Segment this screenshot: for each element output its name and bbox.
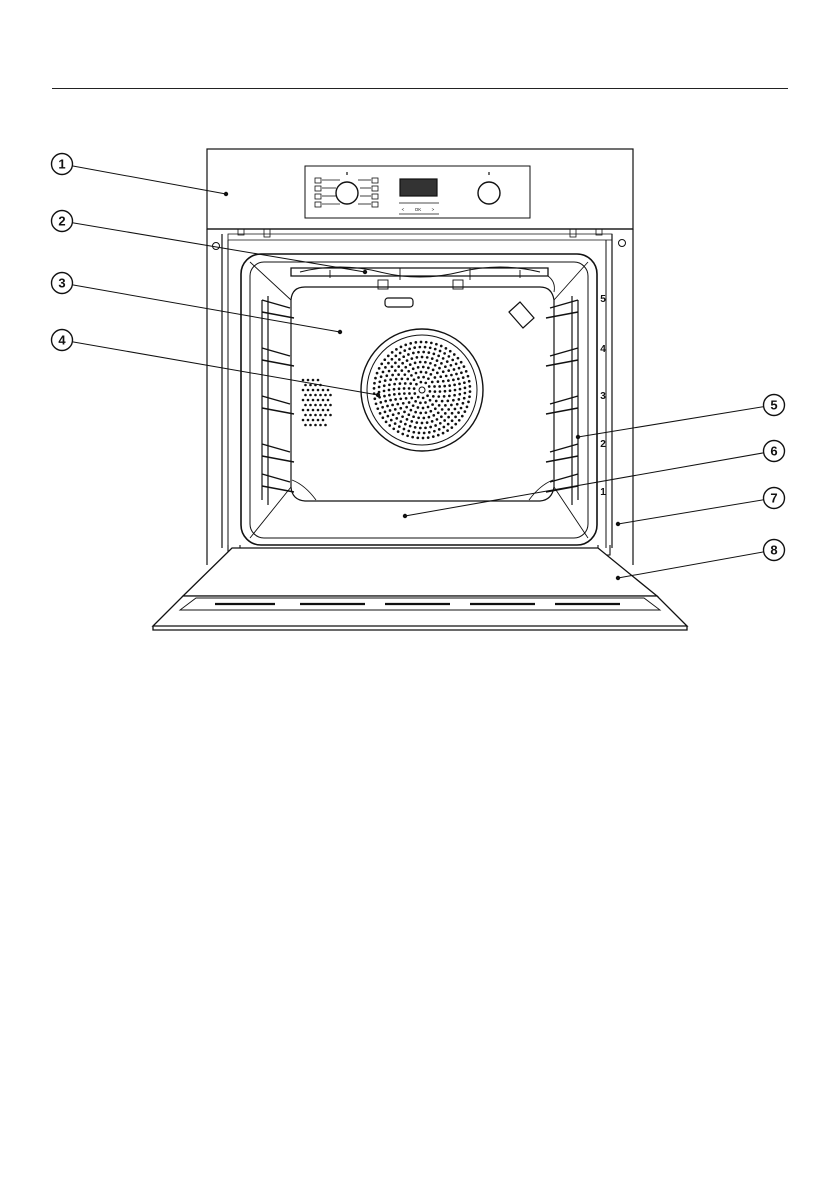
callout-1: 1 bbox=[52, 154, 229, 197]
shelf-level-5: 5 bbox=[600, 294, 606, 305]
callout-number: 4 bbox=[58, 333, 66, 348]
right-arrow-label: > bbox=[432, 207, 435, 212]
callout-number: 1 bbox=[58, 157, 65, 172]
callout-number: 8 bbox=[770, 543, 777, 558]
shelf-level-numbers: 5 4 3 2 1 bbox=[600, 294, 606, 498]
ok-label: OK bbox=[415, 207, 422, 212]
left-arrow-label: < bbox=[402, 207, 405, 212]
oven-door bbox=[153, 548, 687, 630]
control-panel bbox=[207, 149, 633, 229]
shelf-level-4: 4 bbox=[600, 344, 606, 355]
shelf-level-2: 2 bbox=[600, 439, 606, 450]
callout-number: 2 bbox=[58, 214, 65, 229]
oven-body bbox=[207, 229, 633, 565]
display-screen bbox=[400, 179, 437, 196]
callout-number: 5 bbox=[770, 398, 777, 413]
callout-7: 7 bbox=[616, 488, 785, 527]
callout-number: 6 bbox=[770, 444, 777, 459]
shelf-level-3: 3 bbox=[600, 391, 606, 402]
callout-number: 3 bbox=[58, 276, 65, 291]
callout-8: 8 bbox=[616, 540, 785, 581]
shelf-level-1: 1 bbox=[600, 487, 606, 498]
callout-number: 7 bbox=[770, 491, 777, 506]
callout-5: 5 bbox=[576, 395, 785, 440]
